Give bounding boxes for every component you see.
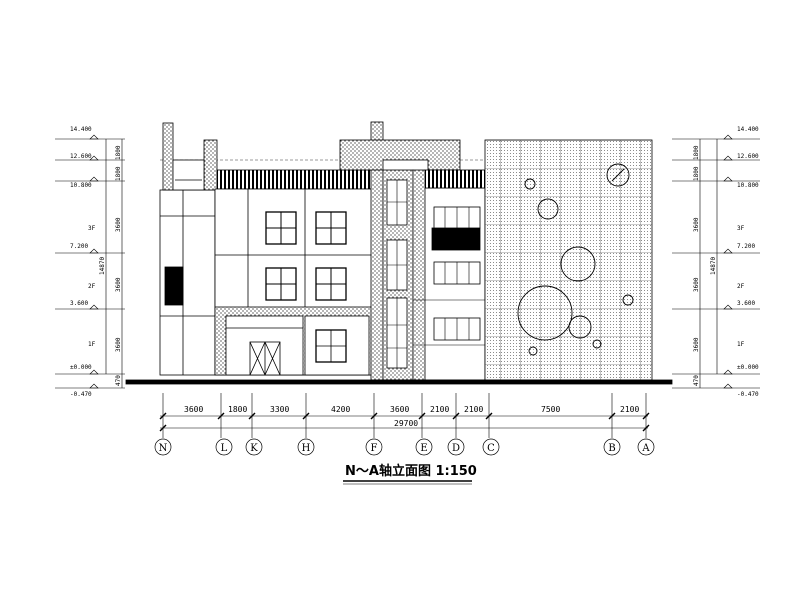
- axis-bubble: [365, 438, 383, 456]
- base-dim: 470: [115, 375, 122, 386]
- axis-bubble: [154, 438, 172, 456]
- axis-bubble: [415, 438, 433, 456]
- level-label: ±0.000: [70, 364, 92, 371]
- level-label: 10.800: [737, 182, 759, 189]
- level-label: 10.800: [70, 182, 92, 189]
- level-label: -0.470: [70, 391, 92, 398]
- story-dim: 3600: [693, 337, 700, 352]
- right-level-markers: [672, 134, 760, 389]
- axis-label: K: [250, 443, 258, 454]
- story-dim: 3600: [693, 217, 700, 232]
- axis-bubble: [482, 438, 500, 456]
- bay-dim: 3600: [184, 405, 203, 414]
- total-height-dim: 14870: [710, 257, 717, 275]
- bay-dim: 2100: [620, 405, 639, 414]
- floor-label: 3F: [737, 225, 745, 232]
- axis-bubble: [637, 438, 655, 456]
- drawing-title: N～A轴立面图 1:150: [345, 463, 477, 479]
- left-level-labels: 14.400 12.600 10.800 7.200 3.600 ±0.000 …: [70, 126, 122, 398]
- level-label: 12.600: [737, 153, 759, 160]
- axis-bubble: [215, 438, 233, 456]
- level-label: 3.600: [70, 300, 88, 307]
- level-label: -0.470: [737, 391, 759, 398]
- base-dim: 470: [693, 375, 700, 386]
- axis-label: A: [641, 443, 650, 454]
- level-label: 7.200: [70, 243, 88, 250]
- floor-label: 3F: [88, 225, 96, 232]
- floor-label: 1F: [88, 341, 96, 348]
- story-dim: 1800: [693, 166, 700, 181]
- story-dim: 3600: [115, 337, 122, 352]
- level-label: 12.600: [70, 153, 92, 160]
- level-label: 14.400: [70, 126, 92, 133]
- bay-dim: 2100: [430, 405, 449, 414]
- left-level-markers: [55, 134, 125, 389]
- floor-label: 2F: [737, 283, 745, 290]
- axis-label: L: [221, 443, 228, 454]
- axis-label: N: [159, 443, 168, 454]
- level-label: 14.400: [737, 126, 759, 133]
- floor-label: 2F: [88, 283, 96, 290]
- axis-label: C: [487, 443, 495, 454]
- axis-label: B: [608, 443, 615, 454]
- story-dim: 3600: [115, 277, 122, 292]
- story-dim: 3600: [693, 277, 700, 292]
- total-height-dim: 14870: [99, 257, 106, 275]
- total-width-dim: 29700: [394, 419, 418, 428]
- axis-bubble: [603, 438, 621, 456]
- floor-label: 1F: [737, 341, 745, 348]
- axis-bubble: [447, 438, 465, 456]
- axis-label: E: [420, 443, 427, 454]
- bay-dim: 4200: [331, 405, 350, 414]
- building-elevation: [125, 121, 673, 385]
- level-label: 3.600: [737, 300, 755, 307]
- axis-label: H: [302, 443, 311, 454]
- bay-dim: 3300: [270, 405, 289, 414]
- bay-dim: 2100: [464, 405, 483, 414]
- story-dim: 3600: [115, 217, 122, 232]
- axis-grid-bubbles: [154, 438, 655, 456]
- horizontal-dimension-lines: [159, 393, 650, 438]
- level-label: ±0.000: [737, 364, 759, 371]
- axis-labels: N L K H F E D C B A: [159, 443, 651, 454]
- bay-dim: 7500: [541, 405, 560, 414]
- bay-dimension-labels: 3600 1800 3300 4200 3600 2100 2100 7500 …: [184, 405, 639, 428]
- bay-dim: 1800: [228, 405, 247, 414]
- story-dim: 1800: [115, 166, 122, 181]
- axis-bubble: [297, 438, 315, 456]
- level-label: 7.200: [737, 243, 755, 250]
- axis-label: F: [371, 443, 378, 454]
- story-dim: 1800: [693, 145, 700, 160]
- right-level-labels: 14.400 12.600 10.800 7.200 3.600 ±0.000 …: [693, 126, 759, 398]
- story-dim: 1800: [115, 145, 122, 160]
- bay-dim: 3600: [390, 405, 409, 414]
- axis-bubble: [245, 438, 263, 456]
- axis-label: D: [452, 443, 460, 454]
